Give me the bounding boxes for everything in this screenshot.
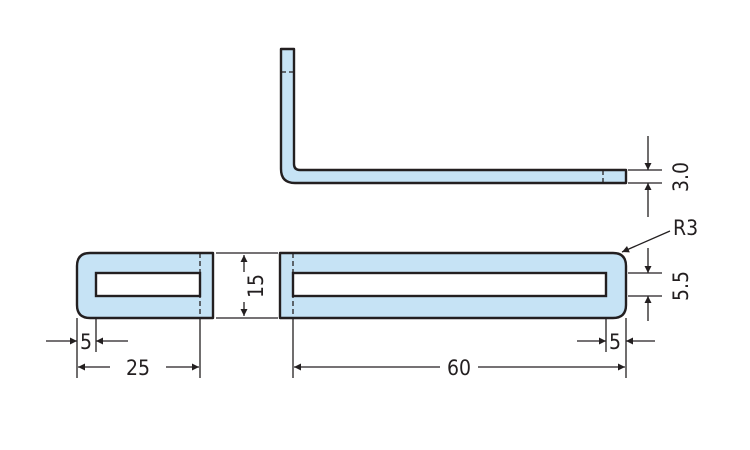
radius-label: R3 — [673, 216, 698, 240]
right-margin-dimension: 5 — [577, 330, 655, 354]
long-leg-slot — [291, 271, 608, 298]
slot-width-dimension: 5.5 — [628, 248, 693, 321]
radius-callout: R3 — [621, 216, 698, 253]
long-leg-length-dimension: 60 — [294, 356, 625, 380]
height-label: 15 — [244, 274, 268, 298]
left-margin-dimension: 5 — [46, 330, 128, 354]
height-dimension: 15 — [216, 252, 278, 319]
short-leg-slot — [94, 271, 202, 298]
l-bracket-profile — [279, 47, 628, 185]
short-leg-length-dimension: 25 — [78, 356, 199, 380]
slot-width-label: 5.5 — [669, 271, 693, 301]
thickness-label: 3.0 — [669, 162, 693, 192]
long-leg-length-label: 60 — [447, 356, 471, 380]
side-view: 3.0 — [279, 47, 693, 217]
flat-view: 15 R3 5.5 5 2 — [46, 216, 698, 380]
right-margin-label: 5 — [609, 330, 621, 354]
left-margin-label: 5 — [80, 330, 92, 354]
short-leg-length-label: 25 — [126, 356, 150, 380]
thickness-dimension: 3.0 — [628, 136, 693, 217]
